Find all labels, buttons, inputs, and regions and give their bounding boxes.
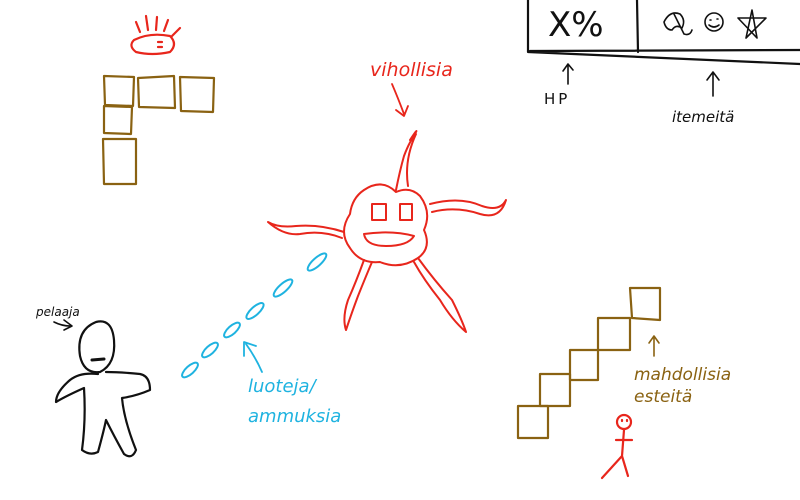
small-stick-figure [600, 413, 634, 480]
hp-value: X% [548, 5, 604, 45]
star-item-icon [737, 9, 767, 39]
player-head [78, 320, 116, 374]
projectiles [181, 252, 328, 379]
player-character [54, 320, 152, 458]
face-item-icon [704, 12, 724, 32]
face-item-details [708, 18, 720, 28]
projectile [245, 302, 265, 320]
projectiles-label-line2: ammuksia [248, 406, 341, 427]
hud-frame [526, 0, 800, 66]
big-enemy [267, 130, 507, 333]
items-pointer-arrow [706, 71, 720, 97]
enemy-body [343, 183, 429, 267]
enemies-pointer-arrow [391, 83, 409, 117]
projectile [181, 361, 199, 379]
player-body [54, 370, 152, 458]
items-row [663, 9, 767, 39]
projectiles-label-line1: luoteja/ [248, 376, 318, 397]
enemy-face [363, 203, 415, 247]
player-face [90, 357, 106, 362]
items-label: itemeitä [672, 108, 734, 126]
obstacles-label-line2: esteitä [634, 387, 692, 407]
hp-pointer-arrow [562, 63, 574, 85]
enemy-tentacles [267, 130, 507, 333]
hp-label: HP [544, 90, 570, 108]
obstacles-pointer-arrow [648, 335, 660, 357]
wall-blocks-top-left [101, 74, 216, 186]
projectiles-pointer-arrow [243, 341, 263, 373]
projectile [272, 278, 294, 298]
obstacles-label-line1: mahdollisia [634, 365, 731, 385]
projectile [223, 321, 241, 339]
hud-panel [526, 0, 800, 66]
feather-item-icon [663, 12, 693, 36]
player-pointer-arrow [53, 319, 73, 331]
enemies-label: vihollisia [370, 59, 453, 81]
small-bug-enemy [130, 14, 182, 56]
player-label: pelaaja [35, 305, 80, 319]
projectile [306, 252, 328, 272]
projectile [201, 341, 219, 359]
stair-blocks [516, 286, 662, 440]
